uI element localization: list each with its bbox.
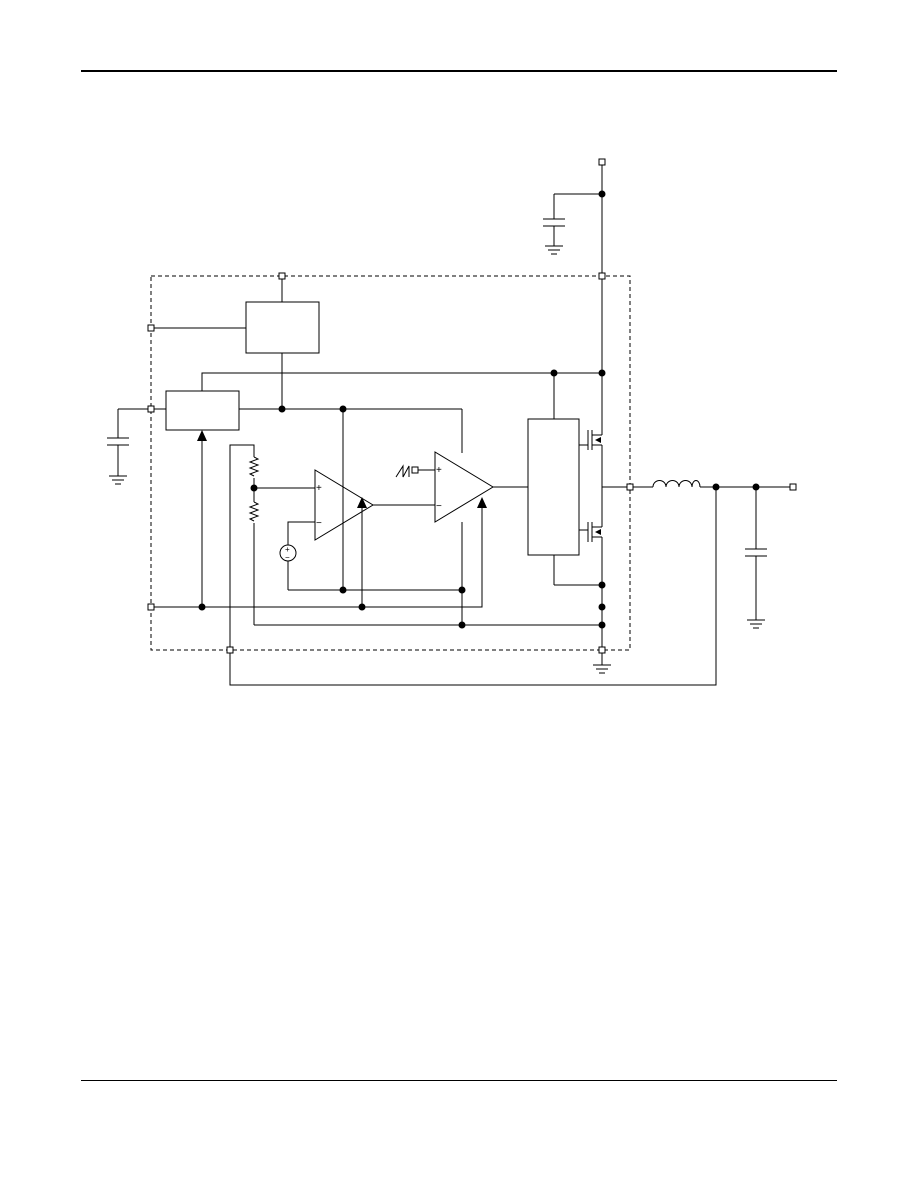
junction-dot: [339, 586, 347, 594]
junction-dot: [598, 369, 606, 377]
high-side-mosfet: [579, 430, 603, 487]
sense-feedback-wire: [229, 487, 717, 686]
ground-pin: [598, 646, 606, 654]
junction-dot: [339, 405, 347, 413]
pwm-comparator: [434, 451, 494, 523]
junction-dots: [198, 190, 760, 629]
vin-terminal: [598, 158, 606, 166]
junction-dot: [198, 603, 206, 611]
junction-dot: [458, 586, 466, 594]
error-amp-enable-arrow: [357, 497, 367, 607]
error-amplifier: [314, 469, 374, 541]
internal-supply-bus: [201, 372, 602, 419]
junction-dot: [550, 369, 558, 377]
error-amp-plus-sign: +: [316, 483, 322, 494]
junction-dot: [358, 603, 366, 611]
bias-pin: [278, 272, 286, 280]
reference-voltage-source: [279, 521, 462, 591]
soft-start-control-arrow: [197, 430, 207, 607]
ground-symbol-soft-start: [109, 475, 127, 485]
reference-minus-sign: −: [285, 553, 290, 562]
ground-symbol-output-cap: [747, 619, 765, 629]
feedback-pin: [226, 646, 234, 654]
junction-dot: [250, 484, 258, 492]
junction-dot: [752, 483, 760, 491]
pwm-minus-sign: −: [436, 501, 442, 512]
reference-plus-sign: +: [285, 545, 290, 554]
output-inductor: [652, 480, 701, 488]
input-capacitor: [543, 218, 565, 246]
feedback-resistor-bottom: [248, 501, 260, 522]
footer-rule: [81, 1080, 837, 1081]
ramp-input-terminal: [411, 466, 419, 474]
pwm-enable-arrow: [151, 497, 487, 608]
header-rule: [81, 70, 837, 72]
enable-pin: [147, 324, 155, 332]
ground-symbol-ic: [593, 664, 611, 674]
switch-pin: [626, 483, 634, 491]
soft-start-block: [165, 390, 240, 431]
error-amp-minus-sign: −: [316, 518, 322, 529]
low-side-mosfet: [579, 487, 603, 665]
soft-start-capacitor: [107, 437, 129, 476]
pvin-pin: [598, 272, 606, 280]
gate-driver-block: [527, 418, 580, 556]
output-capacitor: [745, 487, 767, 620]
soft-start-pin: [147, 405, 155, 413]
bias-regulator-block: [245, 301, 320, 354]
junction-dot: [598, 603, 606, 611]
junction-dot: [598, 190, 606, 198]
feedback-divider-wiring: [229, 444, 315, 650]
junction-dot: [712, 483, 720, 491]
junction-dot: [598, 581, 606, 589]
junction-dot: [278, 405, 286, 413]
junction-dot: [598, 621, 606, 629]
ic-boundary: [150, 275, 631, 651]
feedback-resistor-top: [248, 456, 260, 477]
ground-symbol-input-cap: [545, 245, 563, 255]
pwm-plus-sign: +: [436, 465, 442, 476]
soft-start-wiring: [117, 408, 463, 488]
vout-terminal: [789, 483, 797, 491]
vin-rail: [553, 165, 603, 435]
pin-terminals: [147, 158, 797, 654]
junction-dot: [458, 621, 466, 629]
power-good-pin: [147, 603, 155, 611]
